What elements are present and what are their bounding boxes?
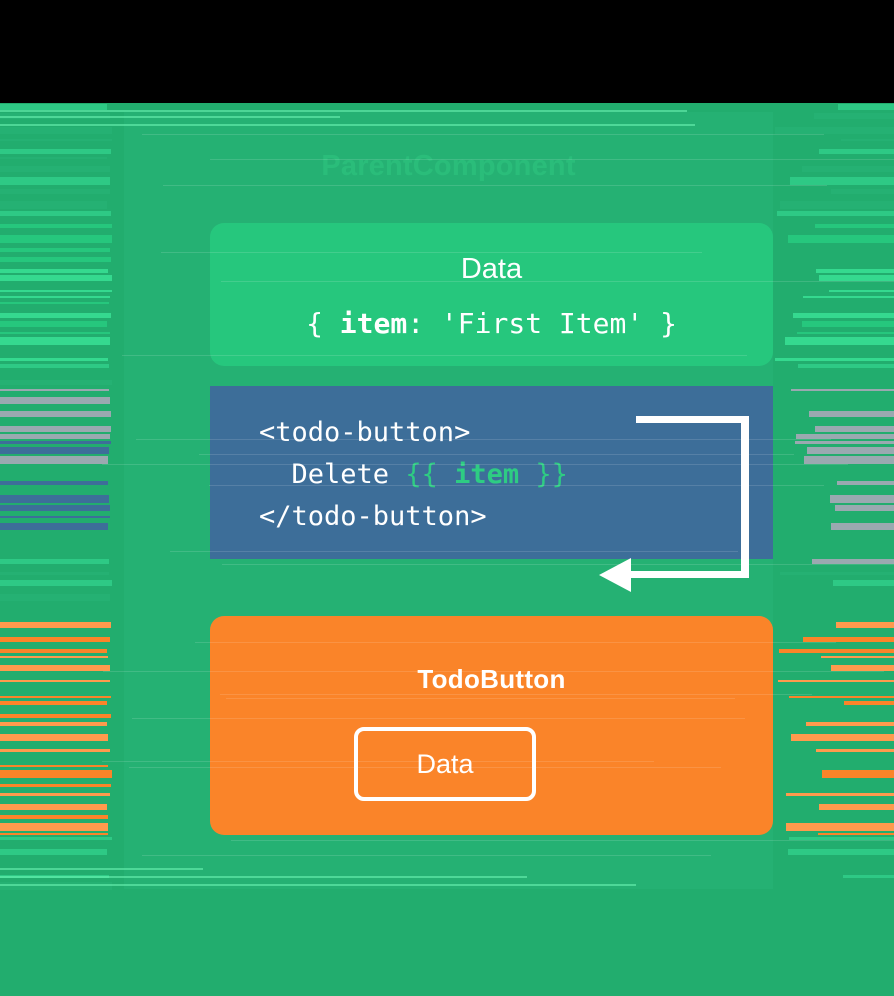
- mustache-binding: item: [454, 459, 520, 490]
- mustache-close: }}: [519, 459, 568, 490]
- template-line-open-tag: <todo-button>: [259, 417, 471, 448]
- template-line-close-tag: </todo-button>: [259, 501, 487, 532]
- page-title: ParentComponent: [321, 150, 576, 182]
- diagram-canvas: ParentComponent Data { item: 'First Item…: [0, 103, 894, 996]
- connector-segment-bottom: [628, 571, 748, 578]
- arrow-left-icon: [599, 558, 631, 592]
- connector-segment-right: [741, 416, 749, 578]
- data-card-heading: Data: [460, 253, 523, 285]
- code-key: item: [339, 307, 408, 340]
- code-prefix: {: [306, 307, 340, 340]
- mustache-open: {{: [405, 459, 455, 490]
- parent-template-card: <todo-button> Delete {{ item }} </todo-b…: [210, 386, 773, 559]
- child-prop-label: Data: [416, 749, 474, 779]
- parent-data-card: Data { item: 'First Item' }: [210, 223, 773, 366]
- letterbox-top-bar: [0, 0, 894, 103]
- parent-component-panel: ParentComponent Data { item: 'First Item…: [124, 112, 773, 889]
- child-component-card: TodoButton Data: [210, 616, 773, 835]
- template-line-delete-text: Delete: [259, 459, 406, 490]
- child-component-title: TodoButton: [417, 664, 566, 694]
- code-suffix: : 'First Item' }: [407, 307, 677, 340]
- data-card-code: { item: 'First Item' }: [210, 307, 773, 340]
- child-prop-slot: Data: [354, 727, 536, 801]
- connector-segment-top: [636, 416, 748, 423]
